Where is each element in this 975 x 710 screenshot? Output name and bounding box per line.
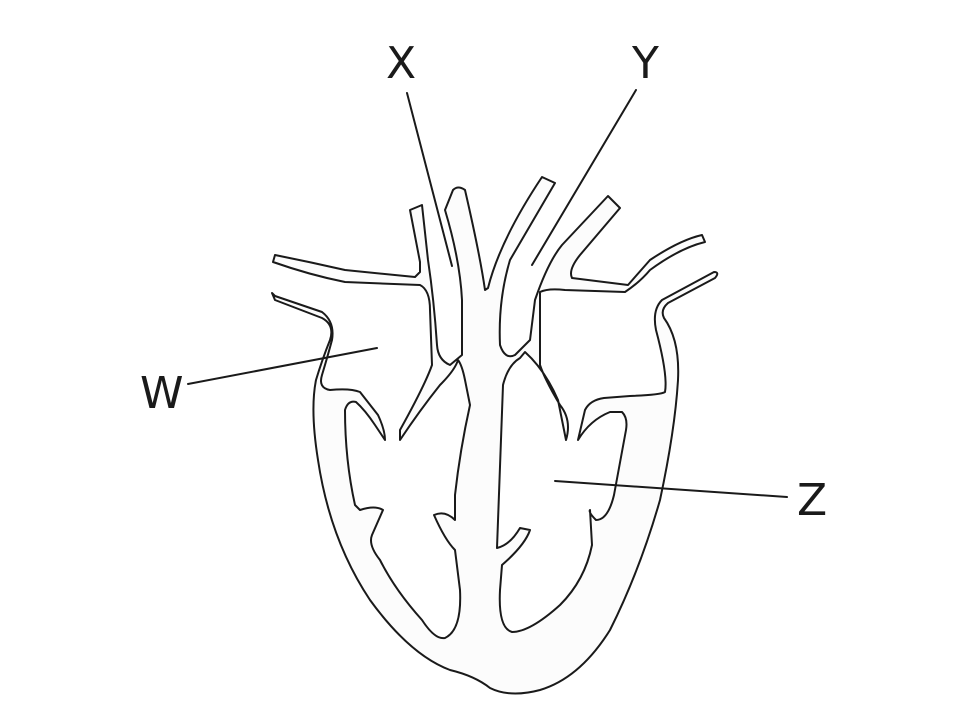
heart-outer-wall: [271, 176, 719, 695]
leader-line-Y: [531, 89, 637, 266]
label-X: X: [386, 38, 416, 89]
label-Y: Y: [631, 38, 659, 89]
leader-line-W: [187, 347, 378, 385]
leader-line-Z: [554, 480, 788, 498]
label-Z: Z: [797, 475, 827, 526]
leader-line-X: [406, 92, 453, 267]
label-W: W: [140, 368, 184, 419]
